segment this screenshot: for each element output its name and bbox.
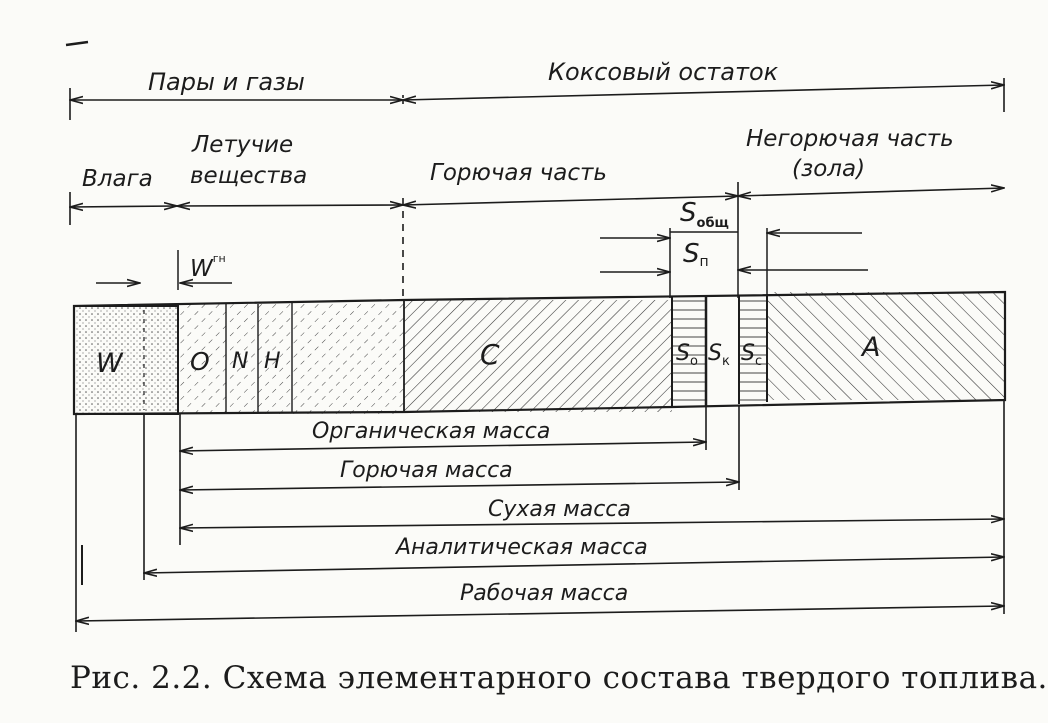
arrow-combustible-mass [180, 482, 739, 490]
bar-label-c: C [480, 338, 500, 371]
arrow-working-mass [76, 606, 1004, 621]
label-coke-residue: Коксовый остаток [548, 58, 779, 86]
bar-label-w: W [96, 348, 124, 379]
arrow-analytic-mass [144, 557, 1004, 573]
label-volatiles-1: Летучие [191, 132, 293, 158]
arrow-coke-residue [403, 85, 1004, 100]
hygro-moisture-arrows [96, 250, 232, 290]
composition-bar [72, 290, 1007, 416]
bar-label-s-k: Sк [708, 341, 730, 369]
arrow-organic-mass [180, 442, 706, 451]
cell-c [404, 300, 672, 412]
svg-text:Wгн: Wгн [190, 252, 226, 282]
label-volatiles-2: вещества [190, 163, 307, 189]
arrow-noncombustible [738, 188, 1004, 196]
arrow-dry-mass [180, 519, 1004, 528]
row-components [70, 95, 1004, 300]
label-s-total: Sобщ [680, 198, 729, 231]
bar-label-a: A [860, 332, 880, 363]
cell-volatiles [178, 304, 404, 414]
cell-s-c [739, 297, 767, 403]
bar-label-n: N [232, 349, 248, 374]
label-noncombustible-1: Негорючая часть [746, 126, 954, 152]
figure-caption: Рис. 2.2. Схема элементарного состава тв… [70, 660, 1048, 696]
cell-s-o [672, 297, 706, 407]
bar-labels: W O N H C Sо Sк Sс A [96, 332, 880, 379]
row-vapors-coke [70, 78, 1004, 120]
label-working-mass: Рабочая масса [460, 581, 628, 606]
stray-mark [65, 40, 89, 47]
label-organic-mass: Органическая масса [312, 419, 550, 444]
label-w-hygro: Wгн [190, 252, 226, 282]
label-combustible-mass: Горючая масса [340, 458, 513, 483]
arrow-combustible-part [403, 196, 738, 205]
label-analytic-mass: Аналитическая масса [394, 535, 648, 560]
label-moisture: Влага [82, 166, 153, 192]
label-combustible-part: Горючая часть [430, 160, 607, 186]
bar-label-o: O [190, 347, 210, 376]
bar-label-h: H [264, 349, 281, 374]
label-noncombustible-2: (зола) [792, 156, 865, 182]
svg-text:Sобщ: Sобщ [680, 198, 729, 231]
cell-a [767, 292, 1005, 400]
mass-arrows [76, 400, 1004, 632]
bar-label-s-c: Sс [741, 341, 762, 369]
cell-w [73, 305, 179, 415]
label-s-p: Sп [683, 239, 709, 270]
arrow-moisture [70, 206, 177, 207]
label-dry-mass: Сухая масса [488, 497, 631, 522]
bar-label-s-o: Sо [676, 341, 698, 369]
svg-text:Sп: Sп [683, 239, 709, 270]
label-vapors-gases: Пары и газы [148, 68, 305, 96]
sulfur-arrows [600, 228, 868, 298]
arrow-volatiles [177, 205, 403, 206]
